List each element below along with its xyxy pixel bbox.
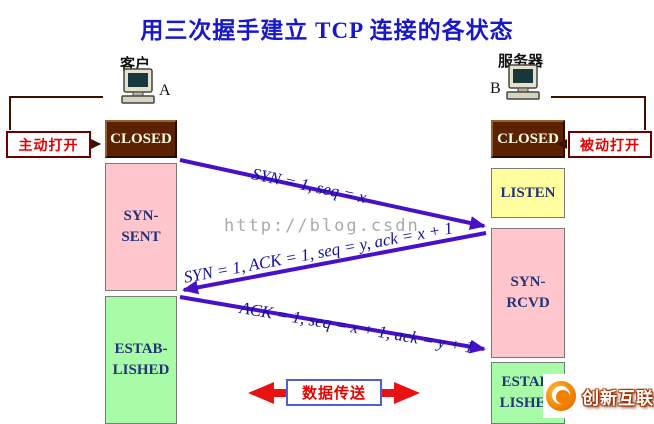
site-logo-text: 创新互联 [582, 388, 654, 408]
active-open-connector [9, 96, 103, 130]
server-computer-icon [505, 64, 541, 109]
state-text: SENT [121, 229, 161, 245]
active-open-box: 主动打开 [6, 131, 91, 158]
state-text: ESTAB- [114, 341, 168, 357]
client-state-syn-sent: SYN- SENT [105, 163, 177, 291]
client-letter: A [159, 82, 171, 99]
state-text: ESTAB- [501, 374, 555, 390]
state-text: CLOSED [110, 130, 172, 147]
site-logo: 创新互联 [543, 374, 654, 418]
ack-message-label: ACK = 1, seq = x + 1, ack = y + 1 [238, 298, 476, 358]
data-transfer-box: 数据传送 [286, 379, 382, 406]
syn-message-label: SYN = 1, seq = x [250, 164, 368, 208]
state-text: CLOSED [497, 130, 559, 147]
passive-open-connector [551, 96, 646, 130]
server-state-closed: CLOSED [491, 120, 565, 158]
client-state-established: ESTAB- LISHED [105, 296, 177, 424]
server-state-listen: LISTEN [491, 168, 565, 218]
state-text: RCVD [506, 295, 550, 311]
passive-open-box: 被动打开 [568, 131, 652, 158]
state-text: LISHED [112, 362, 170, 378]
state-text: LISTEN [500, 184, 556, 201]
server-state-syn-rcvd: SYN- RCVD [491, 228, 565, 358]
site-logo-icon [546, 381, 576, 411]
state-text: SYN- [123, 208, 159, 224]
state-text: SYN- [510, 274, 546, 290]
state-text: LISHED [499, 395, 557, 411]
server-letter: B [490, 80, 501, 97]
diagram-title: 用三次握手建立 TCP 连接的各状态 [140, 18, 514, 43]
client-state-closed: CLOSED [105, 120, 177, 158]
client-computer-icon [120, 68, 156, 113]
